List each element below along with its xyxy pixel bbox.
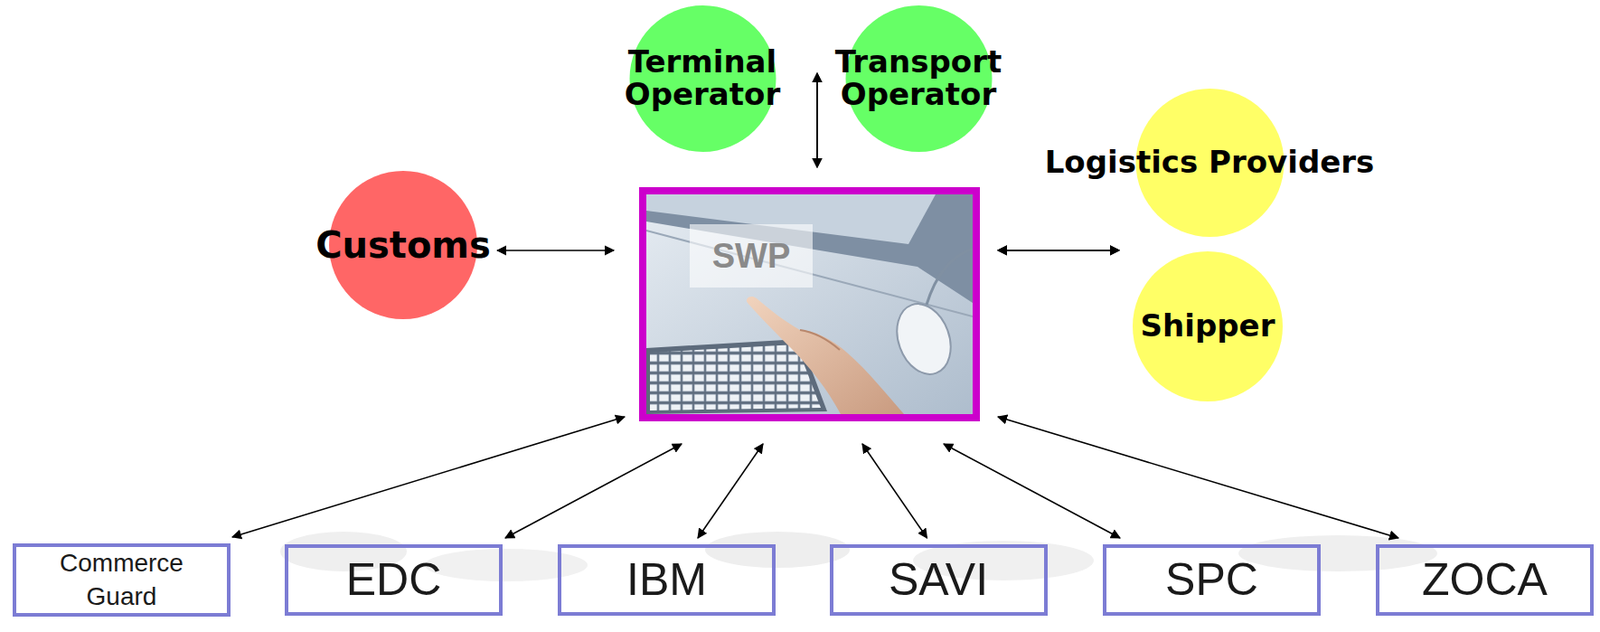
link-arrow [997, 249, 1120, 252]
vendor-box: SAVI [829, 544, 1048, 616]
vendor-box: IBM [557, 544, 776, 616]
link-arrow [816, 73, 819, 168]
link-arrow [697, 443, 763, 538]
hand-shade [800, 329, 840, 350]
link-arrow [232, 416, 625, 537]
party-name: Customs [315, 225, 491, 264]
platform-label: SWP [689, 224, 813, 288]
link-arrow [505, 443, 682, 538]
vendor-name: IBM [626, 555, 707, 605]
party-name: Terminal Operator [624, 46, 781, 111]
vendor-name: Commerce Guard [59, 546, 184, 613]
link-arrow [943, 443, 1120, 538]
monitor-bezel [646, 194, 973, 303]
party-circle: Logistics Providers [1040, 88, 1380, 237]
link-arrow [997, 416, 1399, 538]
vendor-box: EDC [284, 544, 503, 616]
map-blot [705, 531, 850, 568]
circle-fill [1132, 251, 1283, 402]
link-arrow [997, 249, 1120, 252]
map-blot [424, 548, 588, 582]
vendor-name: SPC [1165, 555, 1259, 605]
party-name: Transport Operator [835, 46, 1002, 111]
link-arrow [497, 249, 614, 252]
link-arrow [862, 443, 928, 538]
map-blot [1238, 535, 1438, 572]
map-texture [0, 515, 1600, 624]
party-circle: Shipper [1132, 251, 1283, 402]
vendor-name: SAVI [888, 555, 989, 605]
hand [746, 296, 904, 415]
link-arrow [816, 73, 819, 168]
vendor-box: ZOCA [1375, 544, 1594, 616]
vendor-name: ZOCA [1421, 555, 1548, 605]
mouse [887, 296, 960, 382]
keyboard-keys [649, 344, 821, 411]
photo-ground [646, 194, 973, 415]
platform-box: SWP [639, 187, 980, 422]
vendor-box: Commerce Guard [12, 543, 231, 617]
party-circle: Customs [310, 170, 496, 320]
party-name: Logistics Providers [1044, 146, 1375, 179]
vendor-name: EDC [346, 555, 443, 605]
party-name: Shipper [1140, 310, 1276, 343]
party-circle: Transport Operator [830, 5, 1008, 152]
party-circle: Terminal Operator [620, 5, 786, 152]
mouse-cable [926, 248, 973, 305]
vendor-box: SPC [1102, 544, 1321, 616]
